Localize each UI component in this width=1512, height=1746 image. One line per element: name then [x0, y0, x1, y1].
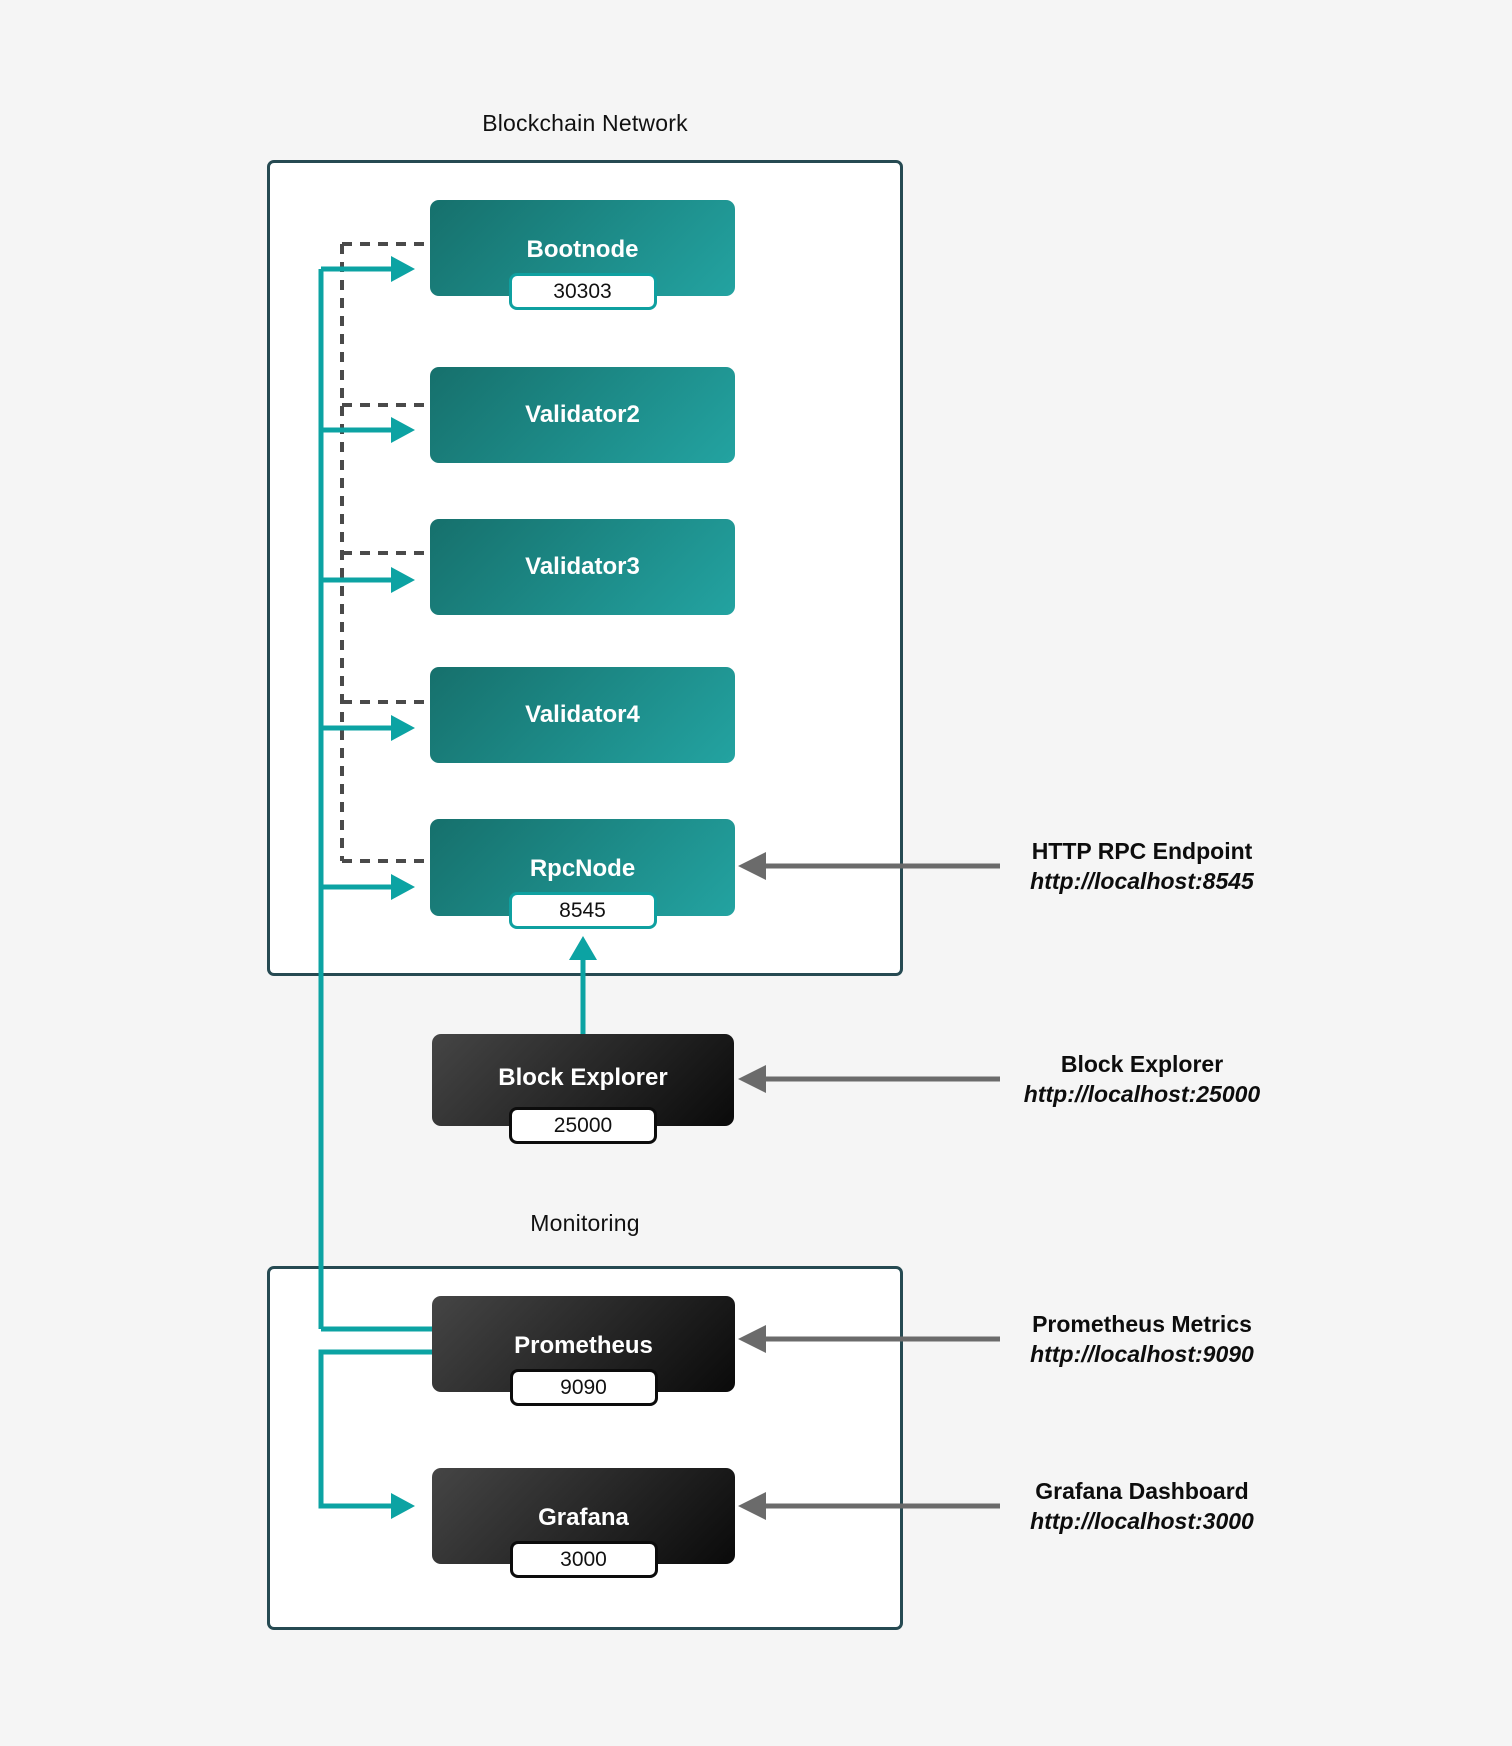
port-badge-bootnode: 30303	[508, 273, 657, 310]
annotation-prometheus-metrics: Prometheus Metrics http://localhost:9090	[952, 1309, 1332, 1369]
node-validator2: Validator2	[430, 367, 735, 463]
node-validator4: Validator4	[430, 667, 735, 763]
port-badge-grafana: 3000	[509, 1541, 658, 1578]
annotation-url: http://localhost:3000	[1030, 1508, 1254, 1534]
node-rpcnode: RpcNode 8545	[430, 819, 735, 929]
annotation-url: http://localhost:9090	[1030, 1341, 1254, 1367]
monitoring-title: Monitoring	[530, 1210, 640, 1236]
port-badge-prometheus: 9090	[509, 1369, 658, 1406]
node-validator3: Validator3	[430, 519, 735, 615]
blockchain-network-title: Blockchain Network	[482, 110, 688, 136]
node-grafana-label: Grafana	[538, 1504, 629, 1531]
annotation-title: Block Explorer	[1060, 1051, 1224, 1077]
annotation-grafana-dashboard: Grafana Dashboard http://localhost:3000	[952, 1476, 1332, 1536]
annotation-block-explorer: Block Explorer http://localhost:25000	[952, 1049, 1332, 1109]
node-rpcnode-label: RpcNode	[529, 855, 636, 882]
node-prometheus: Prometheus 9090	[432, 1296, 735, 1406]
node-bootnode-label: Bootnode	[526, 236, 639, 263]
port-badge-rpcnode: 8545	[508, 892, 657, 929]
node-block-explorer: Block Explorer 25000	[432, 1034, 734, 1144]
node-validator2-label: Validator2	[525, 401, 640, 428]
node-grafana: Grafana 3000	[432, 1468, 735, 1578]
annotation-title: HTTP RPC Endpoint	[1031, 838, 1253, 864]
arrowhead-annotation-explorer	[738, 1065, 766, 1093]
annotation-http-rpc-endpoint: HTTP RPC Endpoint http://localhost:8545	[952, 836, 1332, 896]
node-bootnode: Bootnode 30303	[430, 200, 735, 310]
node-block-explorer-label: Block Explorer	[498, 1064, 668, 1091]
node-validator4-label: Validator4	[525, 701, 640, 728]
annotation-title: Grafana Dashboard	[1035, 1478, 1249, 1504]
node-prometheus-label: Prometheus	[514, 1332, 653, 1359]
node-validator3-label: Validator3	[525, 553, 640, 580]
annotation-title: Prometheus Metrics	[1032, 1311, 1252, 1337]
annotation-url: http://localhost:8545	[1030, 868, 1254, 894]
annotation-url: http://localhost:25000	[1023, 1081, 1261, 1107]
port-badge-block-explorer: 25000	[509, 1107, 657, 1144]
